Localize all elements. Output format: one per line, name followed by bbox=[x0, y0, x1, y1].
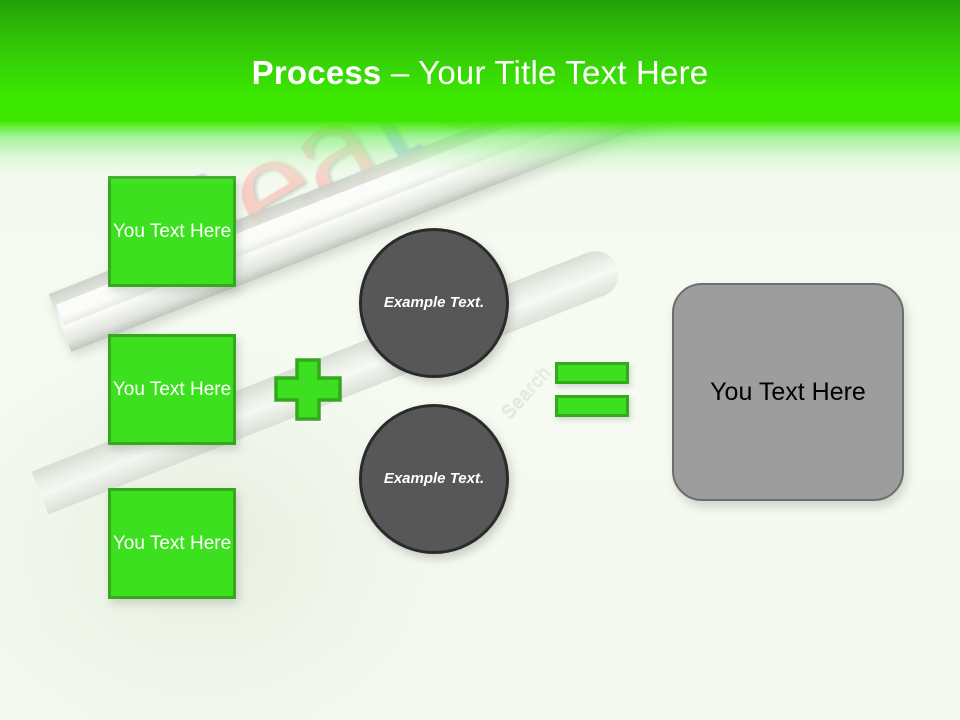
input-box-2-label: You Text Here bbox=[112, 378, 232, 400]
input-box-2[interactable]: You Text Here bbox=[108, 334, 236, 445]
header-band bbox=[0, 0, 960, 122]
process-circle-1-label: Example Text. bbox=[383, 293, 485, 311]
process-circle-2[interactable]: Example Text. bbox=[359, 404, 509, 554]
page-title: Process – Your Title Text Here bbox=[0, 54, 960, 92]
process-circle-2-label: Example Text. bbox=[383, 469, 485, 487]
equals-icon bbox=[555, 362, 629, 417]
result-box[interactable]: You Text Here bbox=[672, 283, 904, 501]
process-circle-1[interactable]: Example Text. bbox=[359, 228, 509, 378]
input-box-3[interactable]: You Text Here bbox=[108, 488, 236, 599]
plus-icon bbox=[274, 358, 342, 421]
equals-bar-bottom bbox=[555, 395, 629, 417]
page-title-bold: Process bbox=[251, 54, 382, 91]
result-box-label: You Text Here bbox=[710, 377, 866, 406]
page-title-regular: – Your Title Text Here bbox=[381, 54, 709, 91]
equals-bar-top bbox=[555, 362, 629, 384]
input-box-1[interactable]: You Text Here bbox=[108, 176, 236, 287]
header-fade bbox=[0, 122, 960, 184]
input-box-1-label: You Text Here bbox=[112, 220, 232, 242]
input-box-3-label: You Text Here bbox=[112, 532, 232, 554]
